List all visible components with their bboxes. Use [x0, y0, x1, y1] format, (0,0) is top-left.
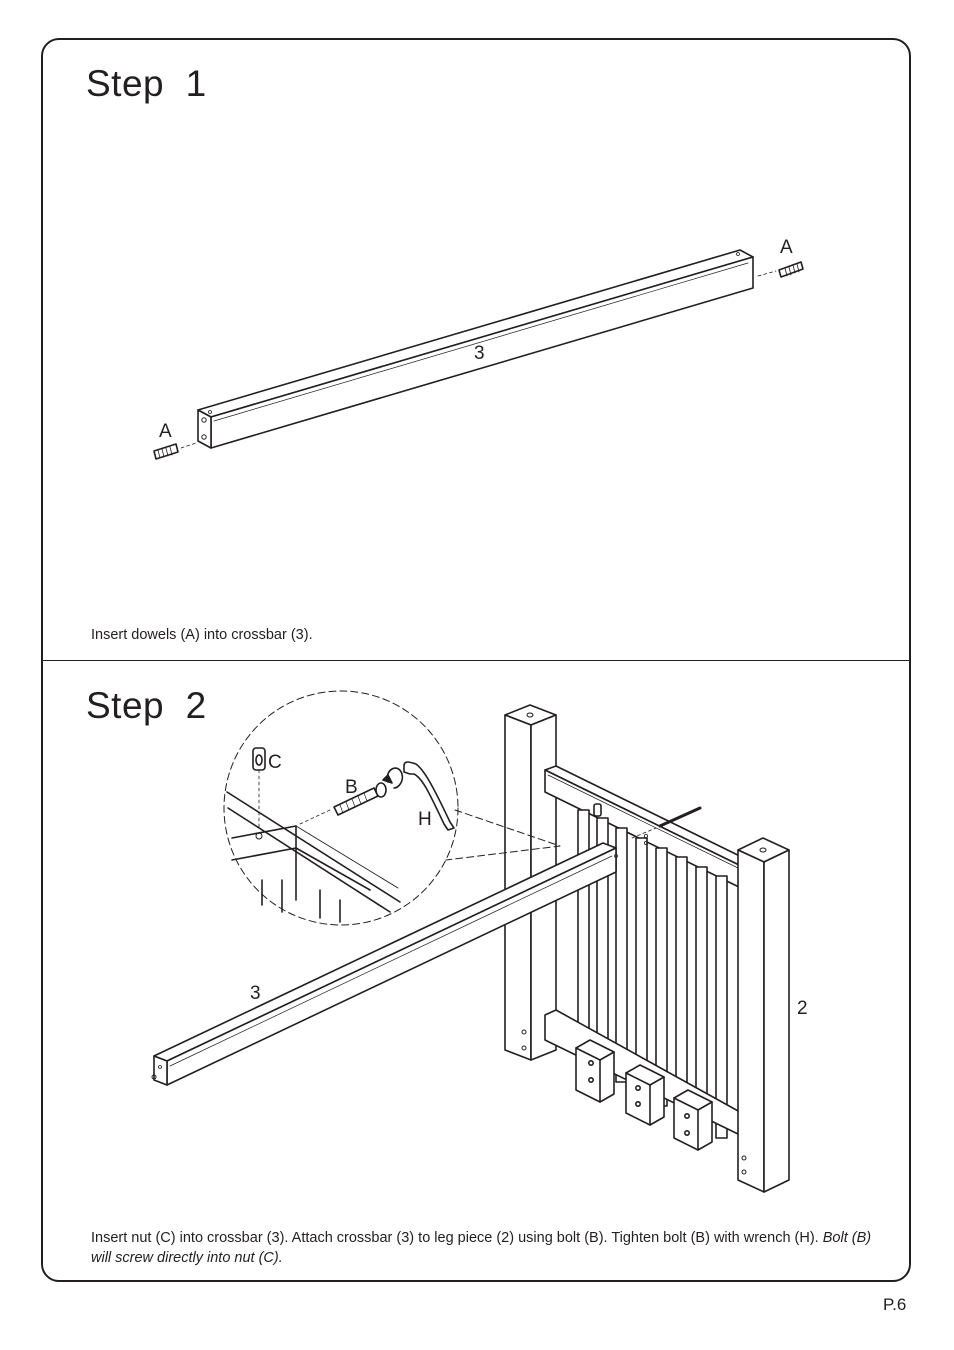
step2-label-nut: C: [268, 752, 282, 773]
step2-crossbar: [151, 842, 618, 1086]
step2-assembly-hardware: [593, 803, 702, 846]
step2-instruction-note: Bolt (B) will screw directly into nut (C…: [91, 1230, 872, 1266]
step1-label-dowel-right: A: [780, 237, 793, 258]
step2-title: Step 2: [86, 685, 207, 726]
step1-title: Step 1: [86, 63, 207, 104]
page-frame: [41, 38, 911, 1282]
step1-crossbar: [197, 249, 754, 449]
step2-instruction-main: Insert nut (C) into crossbar (3). Attach…: [91, 1230, 823, 1246]
step2-label-wrench: H: [418, 809, 432, 830]
step1-dowel-left: [153, 442, 197, 460]
step1-instruction: Insert dowels (A) into crossbar (3).: [91, 627, 313, 643]
step2-detail-callout: [223, 690, 561, 926]
step-divider: [43, 660, 910, 661]
step1-label-crossbar: 3: [474, 343, 485, 364]
step2-support-blocks: [575, 1039, 713, 1151]
step1-dowel-right: [757, 261, 804, 278]
step2-label-leg-piece: 2: [797, 998, 808, 1019]
step2-label-crossbar: 3: [250, 983, 261, 1004]
step2-instruction: Insert nut (C) into crossbar (3). Attach…: [91, 1228, 881, 1268]
page-number: P.6: [883, 1295, 907, 1314]
step1-label-dowel-left: A: [159, 421, 172, 442]
step2-front-post: [737, 837, 790, 1193]
step2-label-bolt: B: [345, 777, 358, 798]
